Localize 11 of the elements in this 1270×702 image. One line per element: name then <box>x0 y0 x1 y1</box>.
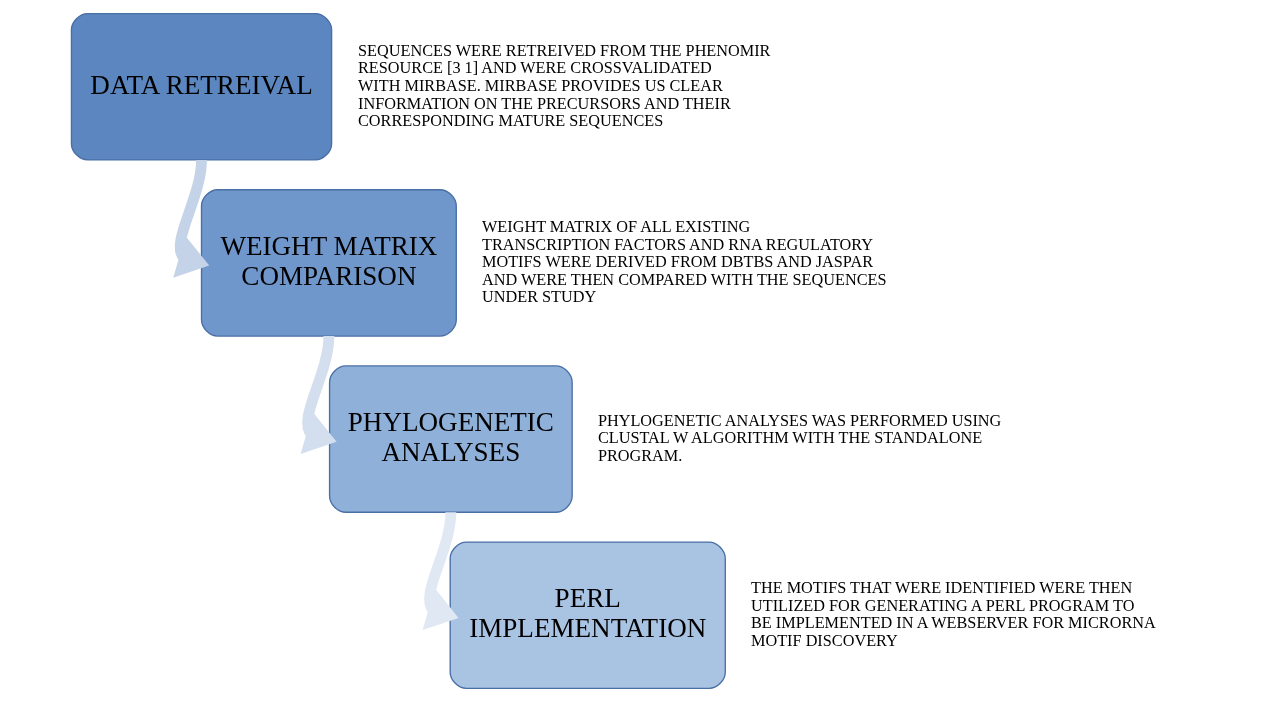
node-label: SEQUENCES WERE RETREIVED FROM THE PHENOMIR RESOURCE [3 1] AND WERE CROSSVALIDATED WITH MIRBASE. MIRBASE PROVIDES US CLEAR INFORMATION ON THE PRECURSORS AND THEIR CORRESPONDING MATURE SEQUENCES <box>357 41 770 131</box>
node-box: PERL IMPLEMENTATION <box>449 541 726 690</box>
node-label: PHYLOGENETIC ANALYSES WAS PERFORMED USING CLUSTAL W ALGORITHM WITH THE STANDALONE PROGRAM. <box>597 411 1001 465</box>
node-label: WEIGHT MATRIX OF ALL EXISTING TRANSCRIPTION FACTORS AND RNA REGULATORY MOTIFS WERE DERIVED FROM DBTBS AND JASPAR AND WERE THEN COMPARED WITH THE SEQUENCES UNDER STUDY <box>481 217 886 307</box>
arrow <box>172 159 209 278</box>
node-box: WEIGHT MATRIX COMPARISON <box>200 189 457 337</box>
node-box: PHYLOGENETIC ANALYSES <box>328 365 573 513</box>
arrow <box>422 511 459 631</box>
arrow <box>300 335 337 454</box>
node-label: THE MOTIFS THAT WERE IDENTIFIED WERE THEN UTILIZED FOR GENERATING A PERL PROGRAM TO BE IMPLEMENTED IN A WEBSERVER FOR MICRORNA MOTIF DISCOVERY <box>750 579 1156 650</box>
node-box: DATA RETREIVAL <box>70 12 332 161</box>
